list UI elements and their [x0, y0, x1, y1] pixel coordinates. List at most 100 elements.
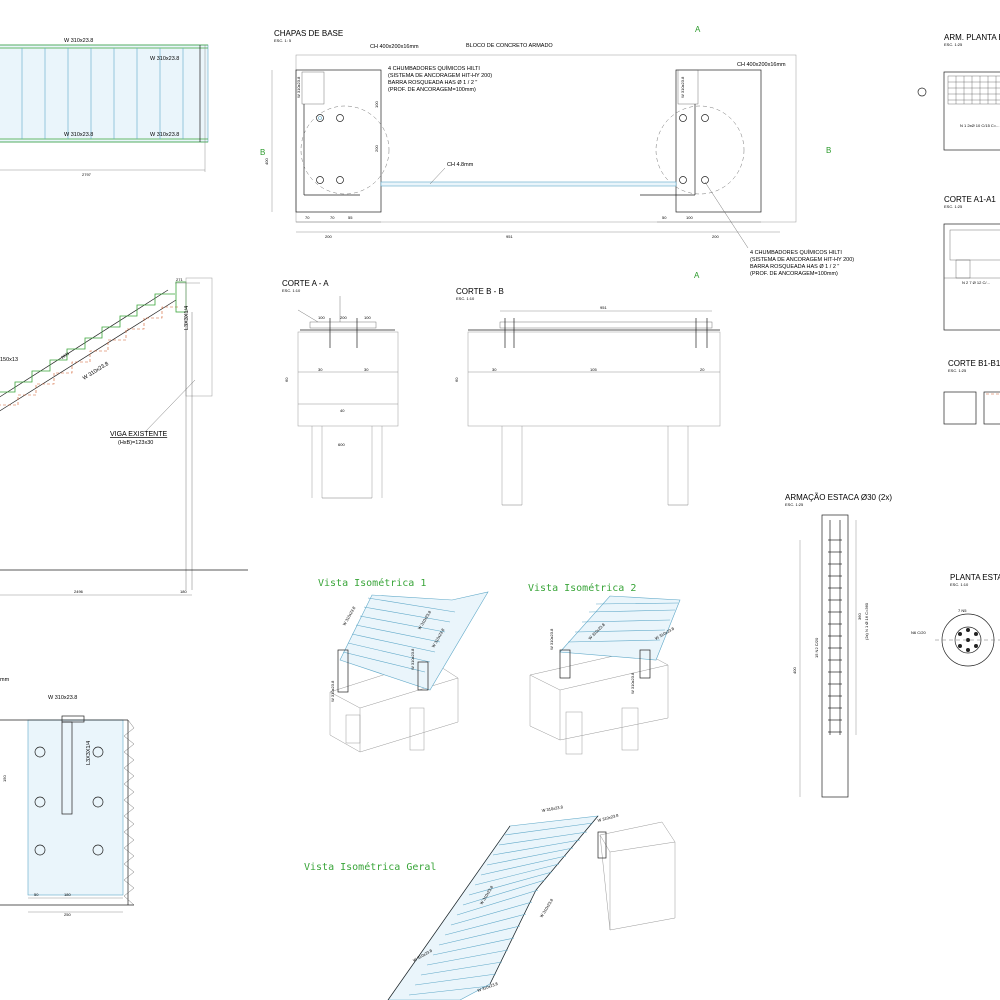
dimension-text: 951	[506, 234, 513, 239]
dimension-text: 30	[492, 367, 497, 372]
detail-title: ARM. PLANTA B	[944, 33, 1000, 42]
detail-title: CORTE A1-A1	[944, 195, 996, 204]
beam-label: (HxB)=123x30	[118, 440, 153, 446]
beam-label: W 310x23.8	[296, 76, 301, 98]
beam-label: W 310x23.8	[680, 76, 685, 98]
beam-label: W 310x23.8	[82, 361, 110, 382]
plan-view-stair: W 310x23.8 W 310x23.8 W 310x23.8 W 310x2…	[0, 38, 209, 177]
corte-bb-detail: CORTE B - B ESC. 1:10 A 951 30 105 20 60	[454, 271, 721, 506]
rebar-note: N6 C/20	[911, 630, 926, 635]
detail-scale: ESC. 1: 5	[274, 38, 292, 43]
anchor-note: (SISTEMA DE ANCORAGEM HIT-HY 200)	[388, 73, 492, 79]
corte-aa-detail: CORTE A - A ESC. 1:10 100 200 100 30 30 …	[282, 279, 399, 499]
dimension-text: 200	[340, 315, 347, 320]
beam-label: 150x13	[0, 357, 18, 363]
dimension-text: 50	[662, 215, 667, 220]
dimension-text: 200	[374, 145, 379, 152]
section-marker-a: A	[695, 25, 701, 34]
rebar-note: 15 N2 C/20	[814, 637, 819, 658]
dimension-text: 40	[340, 408, 345, 413]
dimension-text: 55	[348, 215, 353, 220]
dimension-text: 400	[792, 667, 797, 674]
beam-label: W 310x23.8	[549, 628, 554, 650]
dimension-text: 180	[180, 589, 187, 594]
view-title: Vista Isométrica 2	[528, 582, 636, 594]
planta-estaca-detail: PLANTA ESTA ESC. 1:10 N6 C/20 7 N5	[911, 573, 1000, 667]
view-title: Vista Isométrica 1	[318, 577, 426, 589]
dimension-text: 20	[700, 367, 705, 372]
detail-scale: ESC. 1:25	[944, 42, 963, 47]
detail-title: PLANTA ESTA	[950, 573, 1000, 582]
dimension-text: 30	[364, 367, 369, 372]
beam-label: W 310x23.8	[64, 38, 93, 44]
anchor-note: BARRA ROSQUEADA HAS Ø 1 / 2 "	[750, 264, 839, 270]
anchor-note: 4 CHUMBADORES QUÍMICOS HILTI	[750, 249, 842, 256]
dimension-text: 600	[338, 442, 345, 447]
isometric-view-1: Vista Isométrica 1 W 310x23.8 W 310x23.8…	[318, 577, 489, 753]
dimension-text: 180	[64, 892, 71, 897]
section-marker-a: A	[694, 271, 700, 280]
anchor-note: (PROF. DE ANCORAGEM=100mm)	[750, 271, 838, 277]
dimension-text: 2995	[60, 350, 71, 359]
arm-planta-detail: ARM. PLANTA B ESC. 1:25 N 1 2xØ 10 C/15 …	[917, 33, 1000, 151]
beam-label: W 310x23.8	[410, 648, 415, 670]
dimension-text: 271	[176, 277, 183, 282]
detail-scale: ESC. 1:25	[785, 502, 804, 507]
rebar-note: (2x) N 1 Ø 16 C=360	[864, 602, 869, 640]
plate-label: CH 400x200x16mm	[370, 44, 419, 50]
dimension-text: 2797	[82, 172, 92, 177]
detail-title: CORTE A - A	[282, 279, 329, 288]
dimension-text: 70	[330, 215, 335, 220]
dimension-text: 30	[318, 367, 323, 372]
dimension-text: 60	[454, 377, 459, 382]
bloco-label: BLOCO DE CONCRETO ARMADO	[466, 43, 553, 49]
corte-a1-detail: CORTE A1-A1 ESC. 1:25 N 2 7 Ø 12 C/...	[943, 195, 1000, 331]
detail-title: CORTE B1-B1	[948, 359, 1000, 368]
section-marker-b: B	[826, 146, 831, 155]
plate-label: CH 400x200x16mm	[737, 62, 786, 68]
angle-label: L3X3X1/4	[184, 306, 190, 330]
connection-plate-detail: mm W 310x23.8 L3X3X1/4 50 180 250 150	[0, 677, 135, 917]
armacao-estaca-detail: ARMAÇÃO ESTACA Ø30 (2x) ESC. 1:25 15 N2 …	[785, 493, 892, 798]
beam-label: W 310x23.8	[597, 812, 620, 823]
rebar-note: N 2 7 Ø 12 C/...	[962, 280, 990, 285]
chapas-de-base-detail: CHAPAS DE BASE ESC. 1: 5 BLOCO DE CONCRE…	[260, 25, 854, 277]
beam-label: W 310x23.8	[48, 695, 77, 701]
rebar-note: N 1 2xØ 10 C/15 C=...	[960, 123, 999, 128]
detail-scale: ESC. 1:10	[282, 288, 301, 293]
dimension-text: 100	[686, 215, 693, 220]
dimension-text: 200	[325, 234, 332, 239]
dimension-text: 60	[284, 377, 289, 382]
beam-label: W 310x23.8	[539, 897, 555, 918]
dimension-text: 100	[364, 315, 371, 320]
beam-label: W 310x23.8	[330, 680, 335, 702]
beam-label: W 310x23.8	[150, 132, 179, 138]
dimension-text: 360	[857, 613, 862, 620]
detail-title: CORTE B - B	[456, 287, 504, 296]
view-title: Vista Isométrica Geral	[304, 861, 436, 873]
detail-scale: ESC. 1:25	[948, 368, 967, 373]
isometric-view-2: Vista Isométrica 2 W 310x23.8 W 310x23.8…	[528, 582, 681, 755]
dimension-text: 200	[712, 234, 719, 239]
beam-label: VIGA EXISTENTE	[110, 431, 168, 438]
dimension-text: 2496	[74, 589, 84, 594]
beam-label: W 310x23.8	[630, 672, 635, 694]
detail-title: ARMAÇÃO ESTACA Ø30 (2x)	[785, 493, 892, 502]
detail-scale: ESC. 1:10	[950, 582, 969, 587]
anchor-note: (SISTEMA DE ANCORAGEM HIT-HY 200)	[750, 257, 854, 263]
anchor-note: 4 CHUMBADORES QUÍMICOS HILTI	[388, 65, 480, 72]
detail-scale: ESC. 1:25	[944, 204, 963, 209]
dimension-text: 50	[34, 892, 39, 897]
section-marker-b: B	[260, 148, 265, 157]
detail-scale: ESC. 1:10	[456, 296, 475, 301]
angle-label: L3X3X1/4	[86, 741, 92, 765]
beam-label: W 310x23.8	[342, 605, 357, 627]
dimension-text: 250	[64, 912, 71, 917]
dimension-text: 400	[264, 158, 269, 165]
dimension-text: 100	[374, 101, 379, 108]
beam-label: W 310x23.8	[541, 804, 564, 813]
detail-title: CHAPAS DE BASE	[274, 29, 343, 38]
stair-elevation: 271 150x13 W 310x23.8 2995 L3X3X1/4 VIGA…	[0, 277, 248, 596]
dimension-text: 150	[2, 775, 7, 782]
